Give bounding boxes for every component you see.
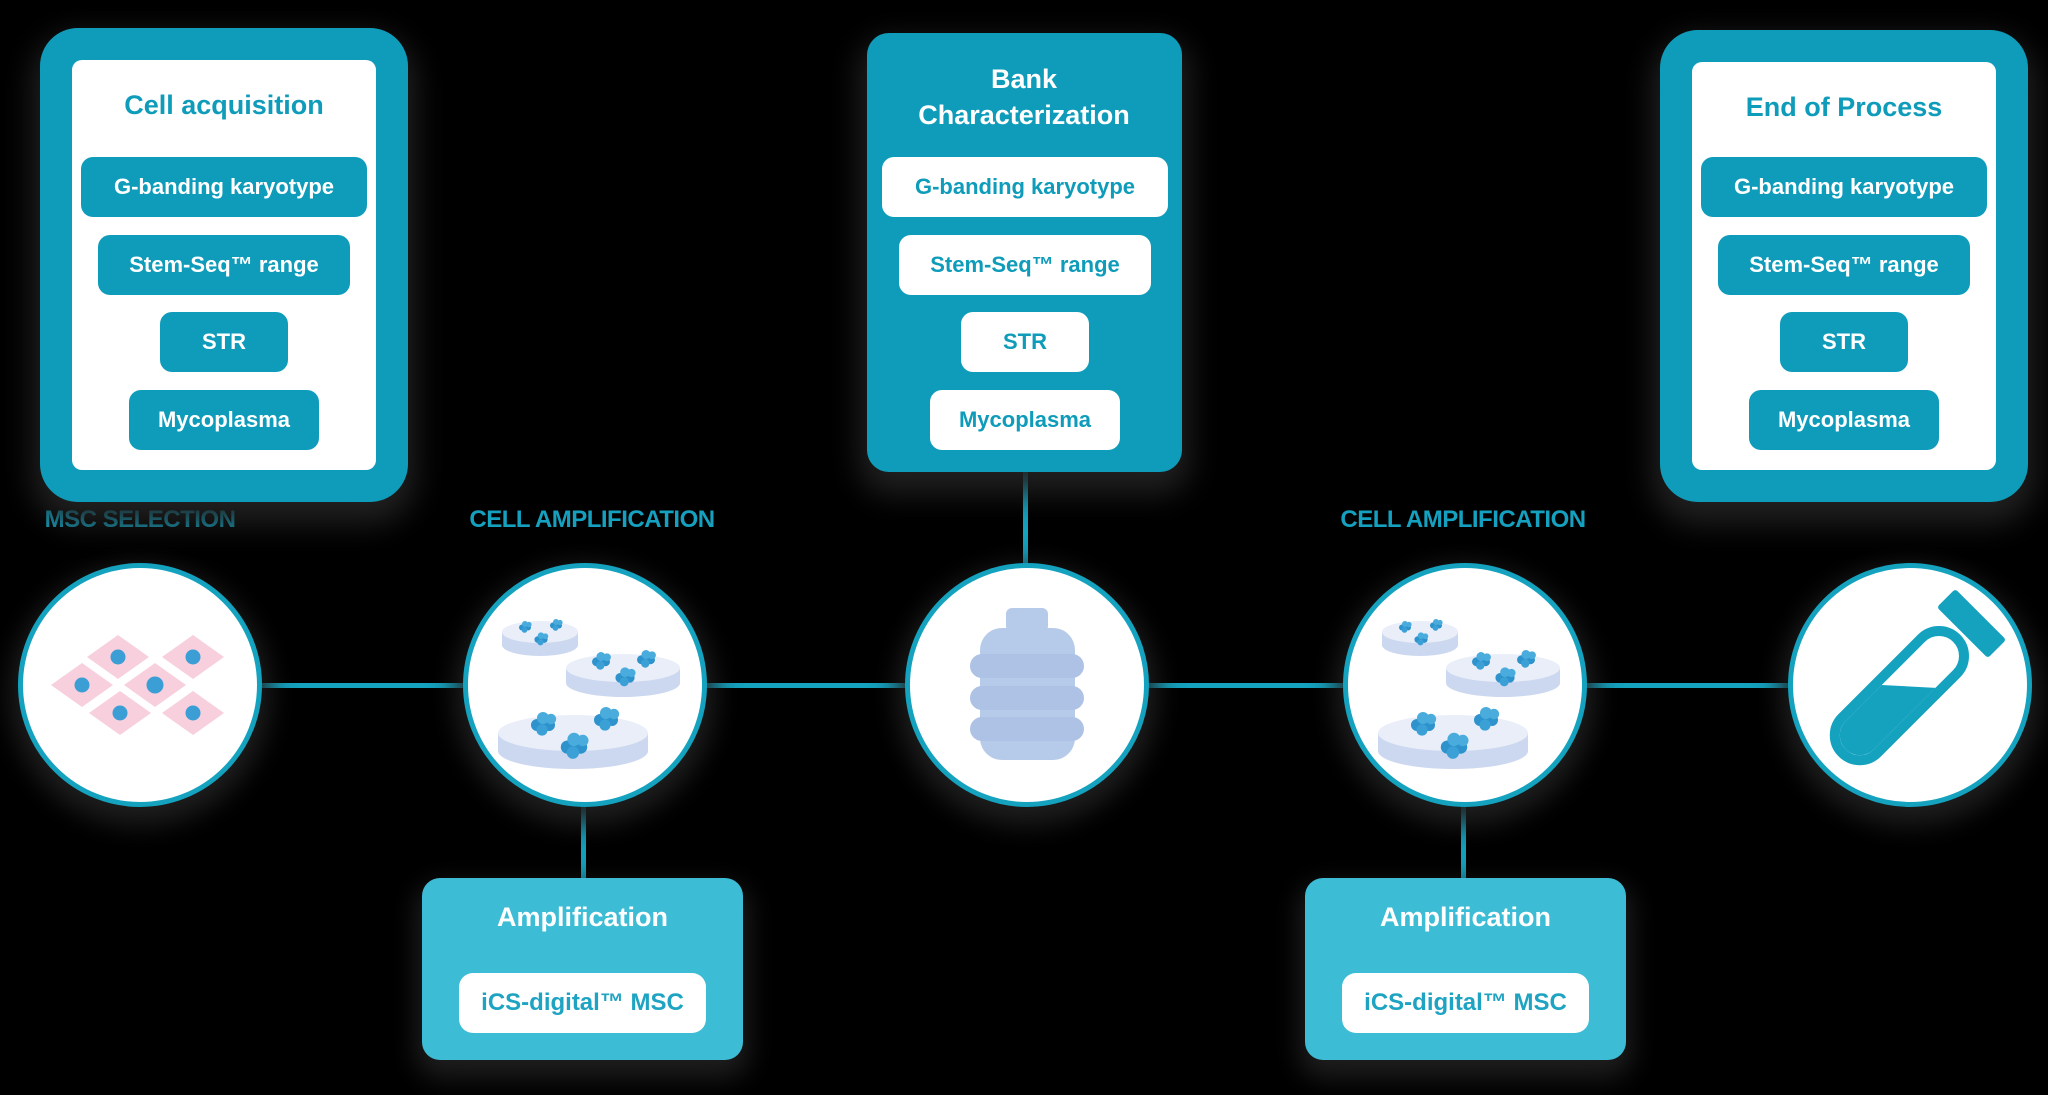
test-pill-g-banding: G-banding karyotype	[882, 157, 1168, 217]
test-pill-str: STR	[160, 312, 288, 372]
test-pill-stem-seq: Stem-Seq™ range	[899, 235, 1151, 295]
test-pill-str: STR	[961, 312, 1089, 372]
amplification-right-connector-line	[1461, 803, 1466, 881]
bank-characterization-title: Bank Characterization	[918, 64, 1130, 131]
amplification-title: Amplification	[1379, 902, 1551, 932]
ics-digital-msc-pill: iCS-digital™ MSC	[1342, 973, 1589, 1033]
bank-node	[905, 563, 1149, 807]
test-pill-str: STR	[1780, 312, 1908, 372]
cell-acquisition-title: Cell acquisition	[124, 90, 324, 120]
cell-amplification-node-left	[463, 563, 707, 807]
amplification-title: Amplification	[496, 902, 668, 932]
test-pill-mycoplasma: Mycoplasma	[930, 390, 1120, 450]
amplification-left-connector-line	[581, 803, 586, 881]
bank-connector-line	[1023, 470, 1028, 570]
test-tube-icon	[1829, 590, 2005, 766]
petri-dishes-icon	[468, 568, 702, 802]
end-of-process-node	[1788, 563, 2032, 807]
end-of-process-card: End of Process G-banding karyotype Stem-…	[1660, 30, 2028, 502]
stage-label-msc-selection: MSC SELECTION	[44, 506, 236, 533]
bio-bottle-icon	[970, 608, 1084, 760]
test-pill-mycoplasma: Mycoplasma	[129, 390, 319, 450]
test-pill-stem-seq: Stem-Seq™ range	[98, 235, 350, 295]
amplification-box-right: Amplification iCS-digital™ MSC	[1305, 878, 1626, 1060]
msc-selection-node	[18, 563, 262, 807]
test-pill-mycoplasma: Mycoplasma	[1749, 390, 1939, 450]
test-pill-g-banding: G-banding karyotype	[81, 157, 367, 217]
stage-label-cell-amplification-right: CELL AMPLIFICATION	[1340, 506, 1586, 533]
cell-acquisition-card: Cell acquisition G-banding karyotype Ste…	[40, 28, 408, 502]
test-pill-g-banding: G-banding karyotype	[1701, 157, 1987, 217]
msc-cells-icon	[51, 635, 224, 735]
amplification-box-left: Amplification iCS-digital™ MSC	[422, 878, 743, 1060]
test-pill-stem-seq: Stem-Seq™ range	[1718, 235, 1970, 295]
ics-digital-msc-pill: iCS-digital™ MSC	[459, 973, 706, 1033]
petri-dishes-icon	[1348, 568, 1582, 802]
bank-characterization-card: Bank Characterization G-banding karyotyp…	[867, 33, 1182, 472]
stage-label-cell-amplification-left: CELL AMPLIFICATION	[469, 506, 715, 533]
cell-amplification-node-right	[1343, 563, 1587, 807]
end-of-process-title: End of Process	[1745, 92, 1943, 122]
